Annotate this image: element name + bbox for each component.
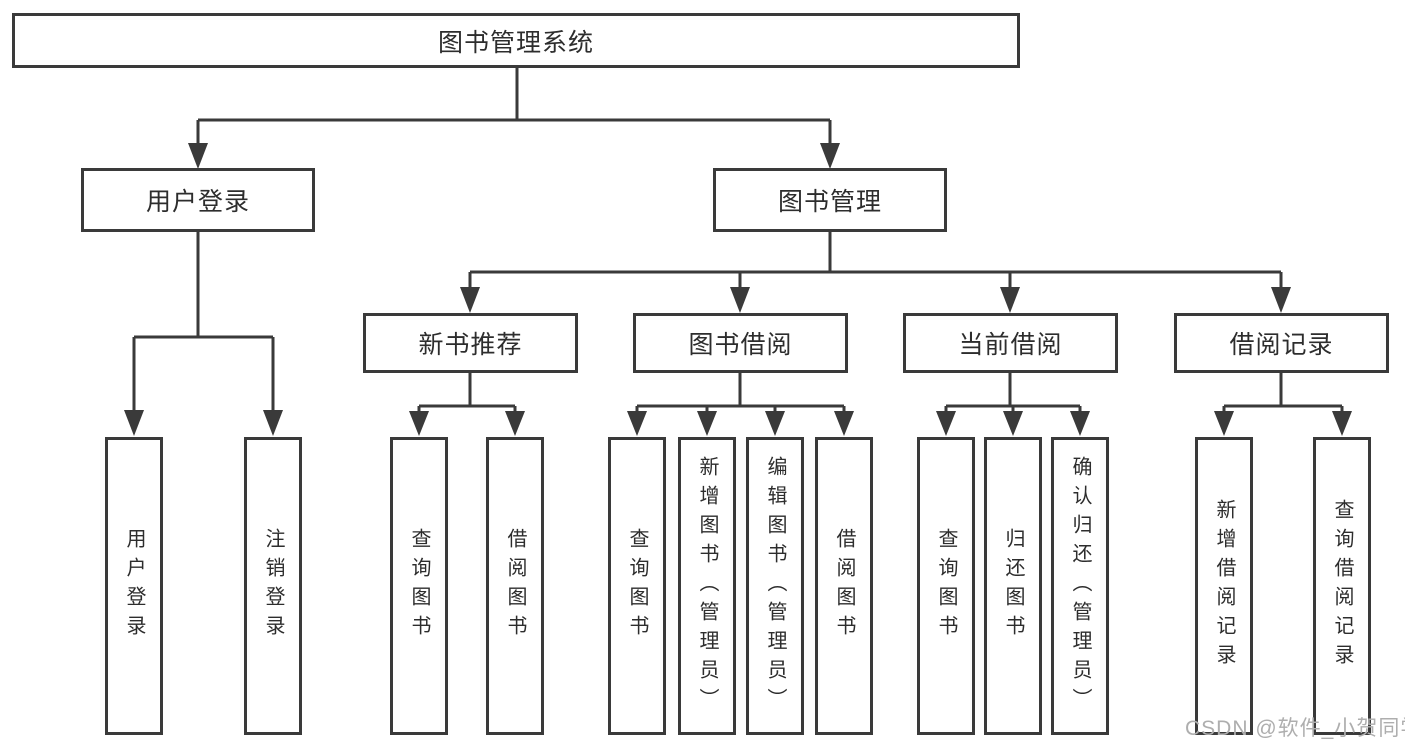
leaf-edit-books-admin: 编辑图书（管理员） bbox=[746, 437, 804, 735]
leaf-user-login: 用户登录 bbox=[105, 437, 163, 735]
leaf-query-borrow-record: 查询借阅记录 bbox=[1313, 437, 1371, 735]
leaf-current-query-books-label: 查询图书 bbox=[935, 528, 957, 644]
node-user-login: 用户登录 bbox=[81, 168, 315, 232]
leaf-logout-label: 注销登录 bbox=[262, 528, 284, 644]
node-current-borrowing-label: 当前借阅 bbox=[958, 331, 1063, 359]
node-book-borrowing: 图书借阅 bbox=[633, 313, 848, 373]
leaf-edit-books-admin-label: 编辑图书（管理员） bbox=[764, 455, 786, 717]
leaf-borrowing-query-books-label: 查询图书 bbox=[626, 528, 648, 644]
leaf-newbook-borrow-books: 借阅图书 bbox=[486, 437, 544, 735]
leaf-logout: 注销登录 bbox=[244, 437, 302, 735]
node-book-management: 图书管理 bbox=[713, 168, 947, 232]
leaf-add-books-admin-label: 新增图书（管理员） bbox=[696, 455, 718, 717]
leaf-borrowing-query-books: 查询图书 bbox=[608, 437, 666, 735]
node-borrowing-records: 借阅记录 bbox=[1174, 313, 1389, 373]
leaf-borrowing-borrow-books-label: 借阅图书 bbox=[833, 528, 855, 644]
watermark: CSDN @软件_小贺同学 bbox=[1185, 717, 1405, 740]
leaf-add-borrow-record-label: 新增借阅记录 bbox=[1213, 499, 1235, 673]
leaf-current-query-books: 查询图书 bbox=[917, 437, 975, 735]
leaf-confirm-return-admin-label: 确认归还（管理员） bbox=[1069, 455, 1091, 717]
node-user-login-label: 用户登录 bbox=[145, 188, 250, 216]
leaf-add-books-admin: 新增图书（管理员） bbox=[678, 437, 736, 735]
leaf-add-borrow-record: 新增借阅记录 bbox=[1195, 437, 1253, 735]
node-root: 图书管理系统 bbox=[12, 13, 1020, 68]
leaf-return-books: 归还图书 bbox=[984, 437, 1042, 735]
leaf-newbook-query-books-label: 查询图书 bbox=[408, 528, 430, 644]
leaf-return-books-label: 归还图书 bbox=[1002, 528, 1024, 644]
node-book-management-label: 图书管理 bbox=[777, 188, 882, 216]
arrowheads bbox=[124, 143, 1352, 436]
leaf-confirm-return-admin: 确认归还（管理员） bbox=[1051, 437, 1109, 735]
leaf-query-borrow-record-label: 查询借阅记录 bbox=[1331, 499, 1353, 673]
leaf-newbook-query-books: 查询图书 bbox=[390, 437, 448, 735]
node-borrowing-records-label: 借阅记录 bbox=[1229, 331, 1334, 359]
node-current-borrowing: 当前借阅 bbox=[903, 313, 1118, 373]
node-book-borrowing-label: 图书借阅 bbox=[688, 331, 793, 359]
node-new-book-recommend: 新书推荐 bbox=[363, 313, 578, 373]
node-root-label: 图书管理系统 bbox=[437, 28, 594, 57]
leaf-user-login-label: 用户登录 bbox=[123, 528, 145, 644]
leaf-borrowing-borrow-books: 借阅图书 bbox=[815, 437, 873, 735]
node-new-book-recommend-label: 新书推荐 bbox=[418, 331, 523, 359]
leaf-newbook-borrow-books-label: 借阅图书 bbox=[504, 528, 526, 644]
